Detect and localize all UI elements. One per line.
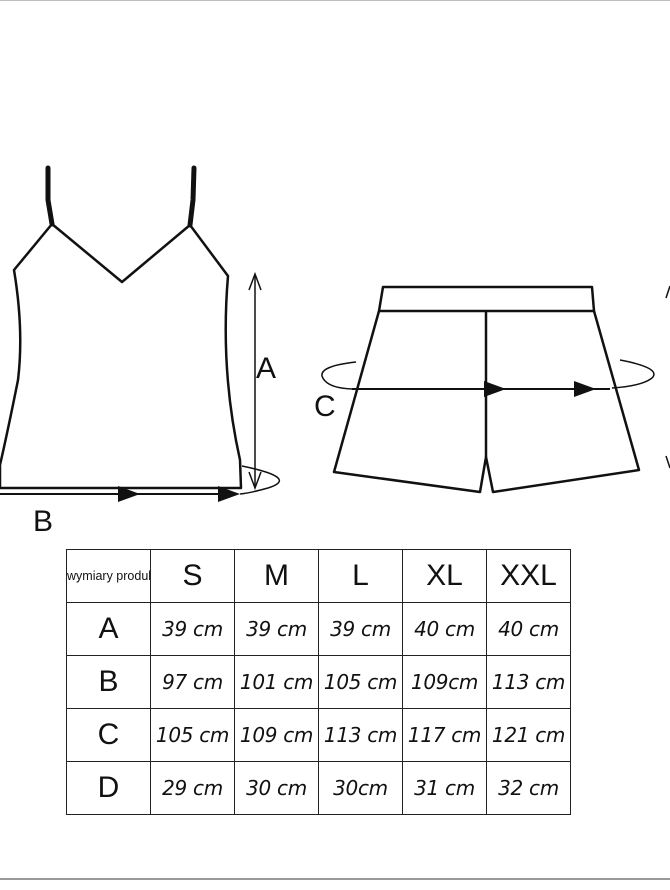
table-cell: 109cm xyxy=(402,655,487,709)
label-b: B xyxy=(33,505,53,538)
table-cell: 32 cm xyxy=(486,761,571,815)
bottom-border xyxy=(0,878,670,880)
arrowhead-b2 xyxy=(218,486,240,502)
table-cell: 30cm xyxy=(318,761,403,815)
table-cell: 101 cm xyxy=(234,655,319,709)
arrowhead-c2 xyxy=(574,381,596,397)
table-cell: 40 cm xyxy=(486,602,571,656)
table-cell: 113 cm xyxy=(318,708,403,762)
size-header: L xyxy=(318,549,403,603)
size-header: S xyxy=(150,549,235,603)
table-row: B 97 cm 101 cm 105 cm 109cm 113 cm xyxy=(66,655,571,709)
table-row: C 105 cm 109 cm 113 cm 117 cm 121 cm xyxy=(66,708,571,762)
size-header: M xyxy=(234,549,319,603)
measure-a-arrow xyxy=(248,271,262,491)
table-cell: 121 cm xyxy=(486,708,571,762)
size-header-row: wymiary produktu S M L XL XXL xyxy=(66,549,571,603)
camisole-drawing xyxy=(0,165,243,490)
top-border xyxy=(0,0,670,1)
table-row: A 39 cm 39 cm 39 cm 40 cm 40 cm xyxy=(66,602,571,656)
table-cell: 113 cm xyxy=(486,655,571,709)
cropped-arrow-right xyxy=(665,285,670,469)
table-cell: 40 cm xyxy=(402,602,487,656)
table-cell: 31 cm xyxy=(402,761,487,815)
size-table: wymiary produktu S M L XL XXL A 39 cm 39… xyxy=(66,549,571,815)
table-cell: 117 cm xyxy=(402,708,487,762)
table-row: D 29 cm 30 cm 30cm 31 cm 32 cm xyxy=(66,761,571,815)
row-label: C xyxy=(66,708,151,762)
table-cell: 109 cm xyxy=(234,708,319,762)
row-label: B xyxy=(66,655,151,709)
strap-left xyxy=(45,165,55,227)
table-cell: 105 cm xyxy=(150,708,235,762)
label-c: C xyxy=(314,390,336,423)
table-cell: 39 cm xyxy=(318,602,403,656)
strap-right xyxy=(187,165,197,228)
table-cell: 29 cm xyxy=(150,761,235,815)
measure-b-loop xyxy=(0,465,281,502)
table-cell: 105 cm xyxy=(318,655,403,709)
camisole-outline xyxy=(0,222,243,490)
size-header: XXL xyxy=(486,549,571,603)
table-cell: 39 cm xyxy=(150,602,235,656)
size-header: XL xyxy=(402,549,487,603)
corner-label: wymiary produktu xyxy=(66,549,151,603)
table-cell: 39 cm xyxy=(234,602,319,656)
garment-diagram: A B C xyxy=(0,165,670,538)
label-a: A xyxy=(256,352,276,385)
arrowhead-b1 xyxy=(118,486,140,502)
row-label: A xyxy=(66,602,151,656)
row-label: D xyxy=(66,761,151,815)
table-cell: 30 cm xyxy=(234,761,319,815)
measure-c-loop xyxy=(321,359,655,397)
shorts-waistband xyxy=(377,285,596,313)
table-cell: 97 cm xyxy=(150,655,235,709)
arrowhead-c1 xyxy=(484,381,506,397)
